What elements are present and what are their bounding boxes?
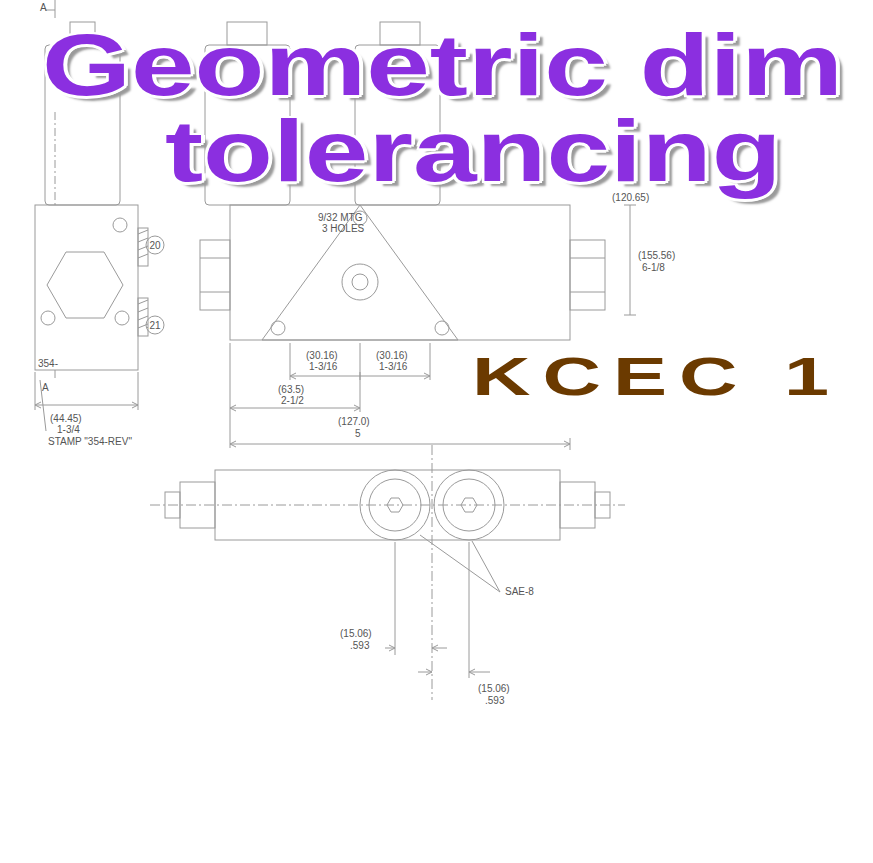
note-text: STAMP "354-REV"	[48, 436, 132, 447]
note-text: 3 HOLES	[322, 223, 364, 234]
section-mark: A	[40, 2, 47, 13]
callout-text: SAE-8	[505, 586, 534, 597]
dimension-text: 2-1/2	[281, 395, 304, 406]
dimension-text: 1-3/4	[57, 424, 80, 435]
dimension-text: 1-3/16	[309, 361, 337, 372]
dimension-text: (15.06)	[478, 683, 510, 694]
note-text: 9/32 MTG	[318, 212, 362, 223]
dimension-text: 6-1/8	[642, 262, 665, 273]
callout-number: 21	[149, 320, 160, 331]
subtitle-text: KCEC 1	[472, 345, 841, 407]
title-text: tolerancing	[165, 100, 782, 202]
dimension-text: (44.45)	[50, 413, 82, 424]
dimension-text: (15.06)	[340, 628, 372, 639]
dimension-text: 5	[355, 428, 361, 439]
stamp-text: 354-	[38, 358, 58, 369]
dimension-text: .593	[350, 640, 369, 651]
dimension-text: (63.5)	[278, 384, 304, 395]
callout-number: 20	[149, 240, 160, 251]
title-text: Geometric dim	[42, 14, 843, 116]
dimension-text: (30.16)	[376, 350, 408, 361]
dimension-text: (155.56)	[638, 250, 675, 261]
section-mark: A	[42, 382, 49, 393]
dimension-text: (30.16)	[306, 350, 338, 361]
dimension-text: .593	[485, 695, 504, 706]
bottom-view	[150, 445, 625, 700]
dimension-text: 1-3/16	[379, 361, 407, 372]
dimension-text: (127.0)	[338, 416, 370, 427]
